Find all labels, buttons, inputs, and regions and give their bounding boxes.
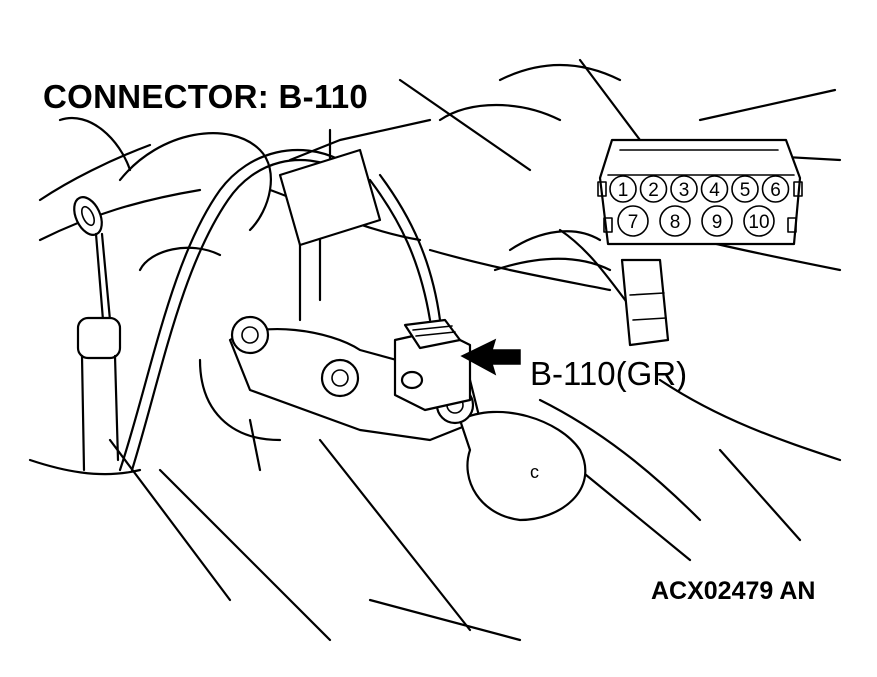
pin-number: 1 [618, 180, 629, 201]
pin-circle [761, 175, 790, 203]
mounted-connector [493, 230, 670, 347]
svg-text:c: c [530, 462, 539, 482]
mounting-bracket: c [198, 315, 587, 522]
connector-callout-label: B-110(GR) [530, 355, 688, 392]
pin-number: 9 [712, 212, 723, 233]
pin-circle [700, 175, 729, 203]
pin-circle [617, 205, 649, 237]
connector-title: CONNECTOR: B-110 [43, 78, 369, 115]
pin-circle [670, 175, 698, 203]
dipstick [73, 196, 122, 472]
pointer-arrow [460, 338, 521, 376]
figure-code: ACX02479 AN [651, 577, 816, 605]
pin-number: 3 [679, 180, 690, 201]
pin-number: 2 [648, 180, 659, 201]
pin-circle [731, 175, 759, 203]
pin-circle [639, 175, 668, 203]
pin-circle [609, 175, 637, 203]
pin-circle [743, 205, 775, 237]
pin-circle [701, 205, 733, 237]
wire-harness [118, 148, 612, 472]
connector-pins-bottom-row: 7 8 9 10 [617, 205, 775, 237]
pin-number: 4 [709, 180, 720, 201]
pin-number: 6 [770, 180, 781, 201]
pin-number: 7 [628, 212, 639, 233]
pin-circle [659, 205, 691, 237]
pin-number: 5 [740, 180, 751, 201]
pin-number: 8 [670, 212, 681, 233]
pin-number: 10 [748, 212, 769, 233]
connector-b110-part [393, 318, 472, 412]
